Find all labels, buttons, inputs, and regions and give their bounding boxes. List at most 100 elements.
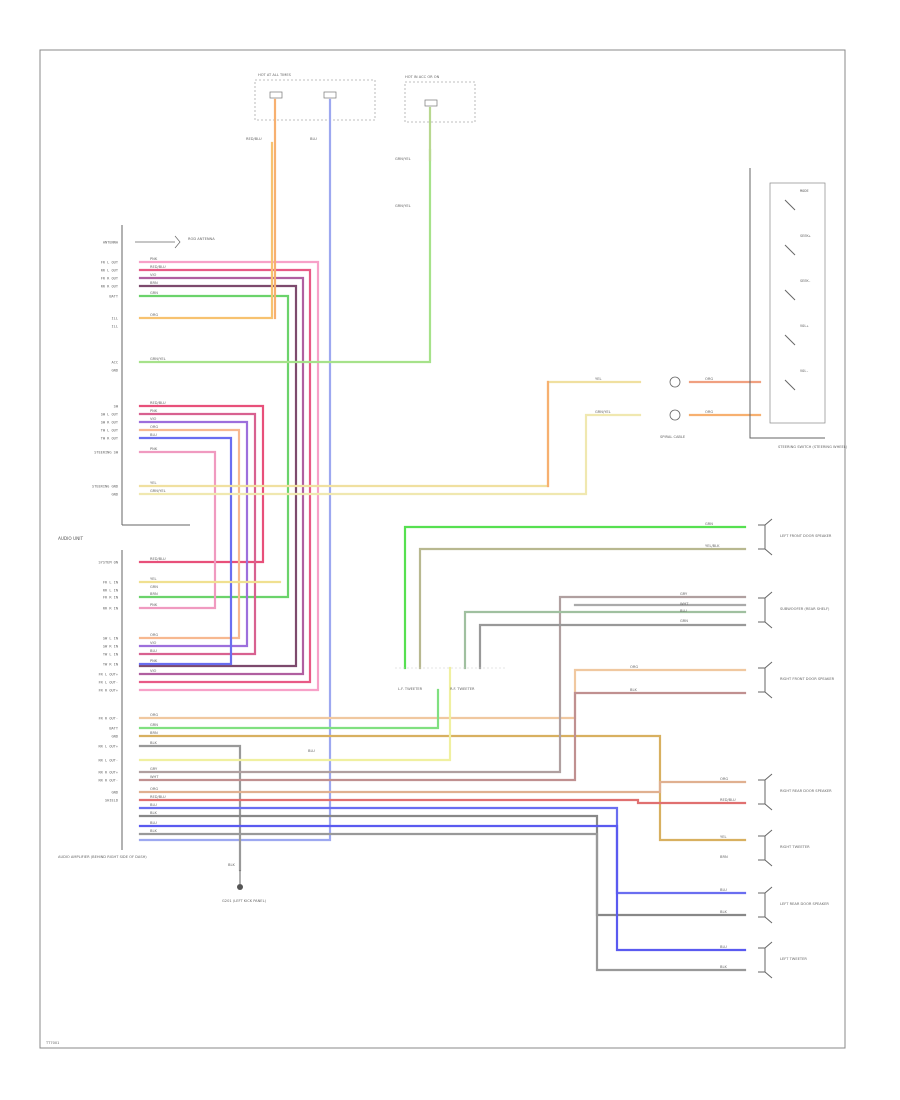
speaker-label: RIGHT TWEETER bbox=[780, 845, 810, 849]
acc-fuse-label: HOT IN ACC OR ON bbox=[405, 75, 440, 79]
audio-unit-pin-label: GND bbox=[112, 369, 119, 373]
wire-org-2 bbox=[138, 428, 241, 640]
wire-violet-2 bbox=[138, 420, 249, 648]
amp-pin-label: RR L OUT- bbox=[99, 759, 118, 763]
wire-sw-4 bbox=[138, 666, 452, 762]
speaker-symbol bbox=[758, 661, 773, 699]
wire-sw-1 bbox=[463, 610, 747, 670]
fuse-box-hot: HOT AT ALL TIMES bbox=[254, 73, 376, 121]
wire-color-label: GRN bbox=[150, 723, 158, 727]
tweeter-l-label: L.F. TWEETER bbox=[398, 687, 423, 691]
audio-amplifier: AUDIO AMPLIFIER (BEHIND RIGHT SIDE OF DA… bbox=[58, 550, 147, 859]
antenna-label: ROD ANTENNA bbox=[188, 237, 215, 241]
wire-amp-grn-2 bbox=[418, 547, 747, 670]
tweeter-r-label: R.F. TWEETER bbox=[450, 687, 475, 691]
switch-label: VOL+ bbox=[800, 324, 809, 328]
audio-unit-pin-label: STEERING SW bbox=[94, 451, 119, 455]
audio-unit-pin-label: SW bbox=[114, 405, 119, 409]
wire-color-label: ORG bbox=[630, 665, 638, 669]
wire-color-label: BRN bbox=[150, 281, 158, 285]
wire-color-label: BLK bbox=[720, 910, 727, 914]
wire-amp-out-4 bbox=[138, 744, 242, 872]
audio-unit-pin-label: SW R OUT bbox=[101, 421, 119, 425]
wire-amp-out-6 bbox=[138, 691, 747, 782]
wire-color-label: ORG bbox=[150, 713, 158, 717]
wire-color-label: RED/BLU bbox=[720, 798, 736, 802]
wire-color-label: BLU bbox=[150, 433, 157, 437]
audio-unit-pin-label: ACC bbox=[112, 361, 119, 365]
wire-amp-out-12 bbox=[138, 832, 747, 972]
wire-color-label: GRN/YEL bbox=[395, 204, 411, 208]
wire-color-label: RED/BLU bbox=[150, 265, 166, 269]
audio-unit-label: AUDIO UNIT bbox=[58, 536, 83, 541]
amp-pin-label: SW R IN bbox=[103, 645, 118, 649]
amp-pin-label: RR R IN bbox=[103, 607, 118, 611]
speaker-label: RIGHT REAR DOOR SPEAKER bbox=[780, 789, 832, 793]
wire-color-label: ORG bbox=[720, 777, 728, 781]
wire-amp-out-11 bbox=[138, 824, 747, 952]
amp-pin-label: FR L OUT- bbox=[99, 681, 118, 685]
tweeter-box: L.F. TWEETER R.F. TWEETER bbox=[395, 667, 505, 691]
audio-unit-pin-label: ANTENNA bbox=[103, 241, 119, 245]
wire-steering-grn bbox=[138, 413, 642, 496]
switch-label: SEEK+ bbox=[800, 234, 812, 238]
amp-pin-label: TW L IN bbox=[103, 653, 118, 657]
speaker-symbol bbox=[758, 518, 773, 556]
fuse-box-acc: HOT IN ACC OR ON bbox=[404, 75, 476, 123]
amp-pin-label: FR L IN bbox=[103, 581, 118, 585]
wire-color-label: PNK bbox=[150, 257, 158, 261]
speaker-label: RIGHT FRONT DOOR SPEAKER bbox=[780, 677, 835, 681]
wire-color-label: YEL bbox=[150, 481, 156, 485]
amp-pin-label: FR R OUT+ bbox=[99, 689, 119, 693]
wire-color-label: YEL/BLK bbox=[705, 544, 720, 548]
speaker-symbol bbox=[758, 829, 773, 867]
wire-color-label: YEL bbox=[150, 577, 156, 581]
wire-color-label: BRN bbox=[720, 855, 728, 859]
wire-red-2 bbox=[138, 404, 265, 564]
wire-amp-out-grn bbox=[138, 688, 440, 730]
amp-pin-label: SW L IN bbox=[103, 637, 118, 641]
wire-color-label: GRN bbox=[150, 291, 158, 295]
wire-amp-out-3 bbox=[138, 734, 747, 842]
wire-color-label: GRN/YEL bbox=[150, 489, 166, 493]
wire-color-label: RED/BLU bbox=[150, 795, 166, 799]
speaker-symbol bbox=[758, 941, 773, 979]
wire-color-label: GRN bbox=[705, 522, 713, 526]
speaker-label: LEFT FRONT DOOR SPEAKER bbox=[780, 534, 832, 538]
switch-contact bbox=[784, 289, 796, 301]
audio-unit-pin-label: TW R OUT bbox=[101, 437, 119, 441]
wire-violet-1 bbox=[138, 276, 305, 676]
wire-color-label: PNK bbox=[150, 447, 158, 451]
wire-color-label: RED/BLU bbox=[246, 137, 262, 141]
amp-pin-label: FR R IN bbox=[103, 596, 118, 600]
amp-pin-label: GND bbox=[112, 791, 119, 795]
wire-color-label: PNK bbox=[150, 659, 158, 663]
audio-unit-pin-label: FR R OUT bbox=[101, 277, 119, 281]
audio-unit-pin-label: ILL bbox=[112, 317, 119, 321]
wire-color-label: BRN bbox=[150, 592, 158, 596]
wire-color-label: BLU bbox=[720, 945, 727, 949]
antenna: ROD ANTENNA bbox=[135, 235, 215, 249]
wire-color-label: BLU bbox=[720, 888, 727, 892]
wire-red-1 bbox=[138, 268, 312, 684]
wire-brown-1 bbox=[138, 284, 298, 668]
diagram-frame bbox=[39, 49, 846, 1049]
hot-fuse-label: HOT AT ALL TIMES bbox=[258, 73, 292, 77]
wire-color-label: BLU bbox=[680, 609, 687, 613]
wire-sw-2 bbox=[478, 623, 747, 670]
wire-amp-out-9 bbox=[138, 806, 747, 895]
wire-color-label: ORG bbox=[150, 425, 158, 429]
wire-color-label: ORG bbox=[150, 787, 158, 791]
wire-blu-2 bbox=[138, 436, 233, 666]
wire-color-label: VIO bbox=[150, 669, 157, 673]
wire-color-label: BLK bbox=[150, 811, 157, 815]
wire-color-label: VIO bbox=[150, 641, 157, 645]
wire-color-label: RED/BLU bbox=[150, 401, 166, 405]
amp-pin-label: RR L OUT+ bbox=[99, 745, 119, 749]
wire-pink-1 bbox=[138, 260, 320, 692]
wire-color-label: VIO bbox=[150, 273, 157, 277]
amp-pin-label: GND bbox=[112, 735, 119, 739]
ground-label: G201 (LEFT KICK PANEL) bbox=[222, 899, 267, 903]
